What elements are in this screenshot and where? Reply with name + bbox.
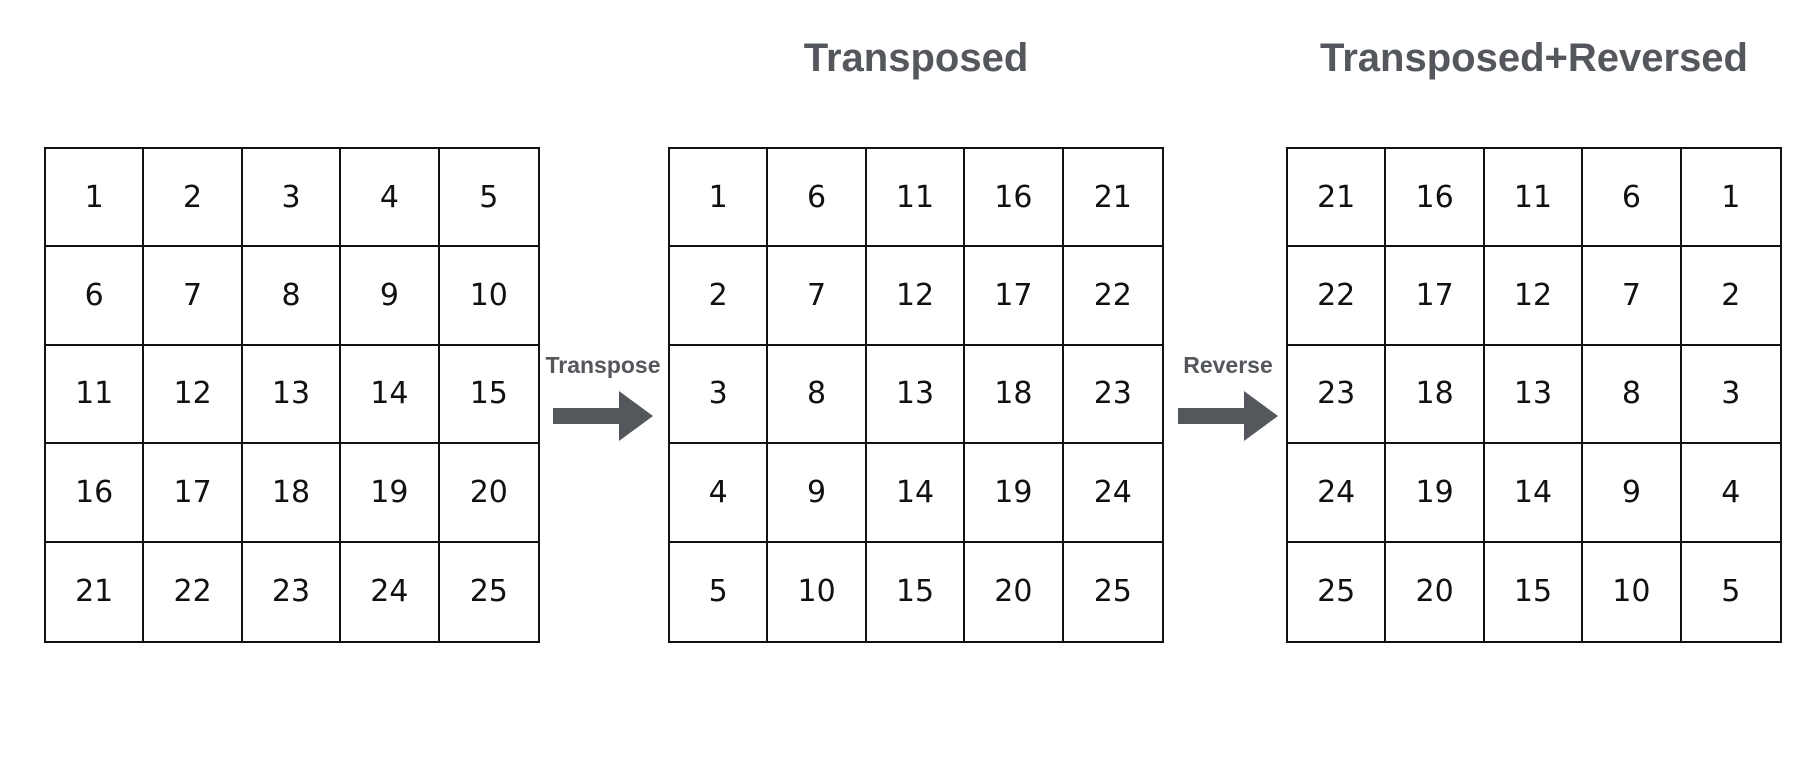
matrix-cell: 18 <box>242 444 342 543</box>
matrix-cell: 2 <box>1681 247 1780 346</box>
matrix-cell: 7 <box>144 247 243 346</box>
matrix-cell: 19 <box>1386 444 1485 543</box>
matrix-cell: 8 <box>768 345 867 445</box>
matrix-cell: 11 <box>1484 149 1584 248</box>
right-arrow-icon <box>1178 391 1278 441</box>
transposed-title: Transposed <box>803 36 1029 80</box>
matrix-cell: 6 <box>1583 149 1682 248</box>
matrix-cell: 16 <box>965 149 1064 248</box>
matrix-cell: 25 <box>469 574 508 610</box>
matrix-cell: 20 <box>439 444 538 543</box>
matrix-cell: 15 <box>1485 542 1584 641</box>
matrix-cell: 16 <box>46 444 145 543</box>
matrix-cell: 2 <box>144 149 243 248</box>
matrix-cell: 3 <box>670 345 769 445</box>
matrix-cell: 25 <box>1093 574 1132 610</box>
matrix-cell: 9 <box>341 247 440 346</box>
matrix-cell: 4 <box>1681 444 1780 543</box>
matrix-cell: 12 <box>1484 247 1584 346</box>
matrix-cell: 23 <box>1063 346 1162 445</box>
matrix-cell: 17 <box>144 444 243 543</box>
matrix-cell: 21 <box>46 542 145 641</box>
matrix-cell: 11 <box>46 345 145 445</box>
matrix-cell: 8 <box>242 247 342 346</box>
matrix-cell: 10 <box>1583 542 1682 641</box>
matrix-cell: 2 <box>670 247 769 346</box>
matrix-cell: 1 <box>670 149 769 248</box>
matrix-cell: 8 <box>1583 345 1682 445</box>
transpose-step: Transpose <box>543 352 663 441</box>
matrix-cell: 14 <box>866 444 966 543</box>
matrix-cell: 15 <box>867 542 966 641</box>
matrix-cell: 19 <box>965 444 1064 543</box>
right-arrow-icon <box>553 391 653 441</box>
matrix-cell: 18 <box>965 345 1064 445</box>
matrix-cell: 18 <box>1386 345 1485 445</box>
matrix-cell: 13 <box>242 345 342 445</box>
matrix-cell: 17 <box>1386 247 1485 346</box>
matrix-cell: 5 <box>1721 574 1741 610</box>
matrix-cell: 4 <box>341 149 440 248</box>
matrix-cell: 6 <box>768 149 867 248</box>
matrix-cell: 24 <box>341 542 440 641</box>
matrix-cell: 7 <box>1583 247 1682 346</box>
matrix-cell: 21 <box>1063 149 1162 248</box>
matrix-cell: 25 <box>1288 542 1387 641</box>
matrix-cell: 9 <box>768 444 867 543</box>
reverse-label: Reverse <box>1183 352 1273 378</box>
matrix-cell: 23 <box>1288 345 1387 445</box>
matrix-cell: 17 <box>965 247 1064 346</box>
matrix-cell: 11 <box>866 149 966 248</box>
matrix-cell: 10 <box>768 542 867 641</box>
matrix-cell: 5 <box>439 149 538 248</box>
matrix-cell: 14 <box>1484 444 1584 543</box>
matrix-cell: 10 <box>439 247 538 346</box>
matrix-cell: 9 <box>1583 444 1682 543</box>
matrix-cell: 1 <box>1681 149 1780 248</box>
matrix-cell: 22 <box>1063 247 1162 346</box>
matrix-cell: 6 <box>46 247 145 346</box>
matrix-cell: 22 <box>1288 247 1387 346</box>
matrix-cell: 22 <box>144 542 243 641</box>
matrix-cell: 12 <box>866 247 966 346</box>
matrix-cell: 3 <box>242 149 342 248</box>
matrix-cell: 16 <box>1386 149 1485 248</box>
matrix-cell: 3 <box>1681 346 1780 445</box>
matrix-cell: 4 <box>670 444 769 543</box>
matrix-cell: 19 <box>341 444 440 543</box>
matrix-cell: 24 <box>1063 444 1162 543</box>
transposed-reversed-title: Transposed+Reversed <box>1320 36 1748 80</box>
matrix-cell: 15 <box>439 346 538 445</box>
matrix-cell: 20 <box>1386 542 1485 641</box>
matrix-cell: 20 <box>965 542 1064 641</box>
matrix-cell: 24 <box>1288 444 1387 543</box>
transpose-label: Transpose <box>545 352 661 378</box>
matrix-cell: 23 <box>243 542 342 641</box>
matrix-cell: 13 <box>866 345 966 445</box>
matrix-cell: 5 <box>670 542 769 641</box>
matrix-cell: 7 <box>768 247 867 346</box>
matrix-cell: 12 <box>144 345 243 445</box>
matrix-cell: 21 <box>1288 149 1387 248</box>
matrix-cell: 1 <box>46 149 145 248</box>
matrix-cell: 13 <box>1484 345 1584 445</box>
reverse-step: Reverse <box>1168 352 1288 441</box>
matrix-cell: 14 <box>341 345 440 445</box>
